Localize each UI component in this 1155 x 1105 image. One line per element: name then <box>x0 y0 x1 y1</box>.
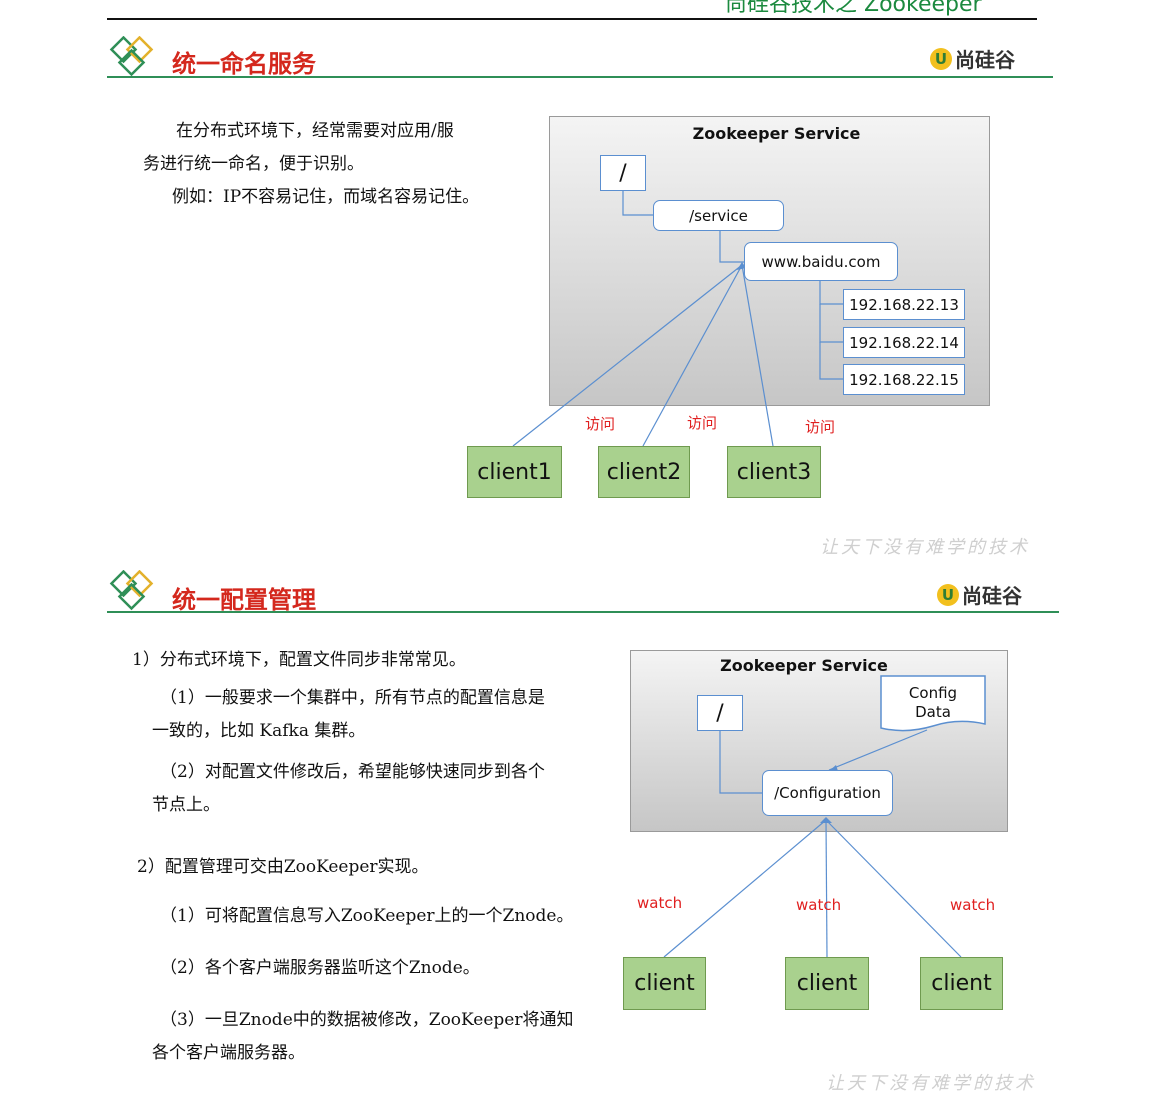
panel-title: Zookeeper Service <box>720 656 888 675</box>
config-data-document-shape <box>880 675 986 732</box>
section-rule <box>107 611 1059 613</box>
paragraph-line: （1）一般要求一个集群中，所有节点的配置信息是 <box>160 688 545 708</box>
slogan-watermark: 让天下没有难学的技术 <box>826 1073 1036 1094</box>
access-label: 访问 <box>805 418 836 436</box>
watch-label: watch <box>796 896 842 914</box>
client-box: client <box>623 957 706 1010</box>
paragraph-line: 在分布式环境下，经常需要对应用/服 <box>176 121 454 141</box>
brand-mark-icon: U <box>930 47 952 70</box>
client-box: client <box>920 957 1003 1010</box>
brand-logo: U 尚硅谷 <box>937 580 1022 609</box>
document-header-title: 尚硅谷技术之 Zookeeper <box>725 0 982 17</box>
paragraph-line: 例如：IP不容易记住，而域名容易记住。 <box>172 187 480 207</box>
client-box: client <box>785 957 869 1010</box>
watch-label: watch <box>637 894 683 912</box>
tree-node-ip: 192.168.22.14 <box>843 327 965 358</box>
paragraph-line: 1）分布式环境下，配置文件同步非常常见。 <box>132 650 466 670</box>
section-rule <box>107 76 1053 78</box>
paragraph-line: 一致的，比如 Kafka 集群。 <box>152 721 366 741</box>
access-label: 访问 <box>585 415 616 433</box>
config-data-line: Data <box>915 703 951 721</box>
tree-node-root: / <box>697 695 743 731</box>
paragraph-line: （1）可将配置信息写入ZooKeeper上的一个Znode。 <box>160 906 574 926</box>
paragraph-line: （2）各个客户端服务器监听这个Znode。 <box>160 958 480 978</box>
client-box: client2 <box>598 446 690 498</box>
watch-label: watch <box>950 896 996 914</box>
section-icon <box>108 35 156 82</box>
section-title-config: 统一配置管理 <box>172 586 316 614</box>
client-box: client3 <box>727 446 821 498</box>
slogan-watermark: 让天下没有难学的技术 <box>820 537 1030 558</box>
panel-title: Zookeeper Service <box>692 124 861 143</box>
access-label: 访问 <box>687 414 718 432</box>
tree-node-ip: 192.168.22.15 <box>843 364 965 395</box>
brand-mark-icon: U <box>937 583 959 606</box>
paragraph-line: （3）一旦Znode中的数据被修改，ZooKeeper将通知 <box>160 1010 574 1030</box>
tree-node-domain: www.baidu.com <box>744 242 898 281</box>
config-data-line: Config <box>908 684 958 702</box>
paragraph-line: 各个客户端服务器。 <box>152 1043 305 1063</box>
brand-name: 尚硅谷 <box>962 584 1022 608</box>
header-rule <box>107 18 1037 20</box>
paragraph-line: （2）对配置文件修改后，希望能够快速同步到各个 <box>160 762 545 782</box>
paragraph-line: 2）配置管理可交由ZooKeeper实现。 <box>137 857 429 877</box>
tree-node-service: /service <box>653 200 784 231</box>
section-title-naming: 统一命名服务 <box>172 50 316 78</box>
section-icon <box>108 569 156 616</box>
tree-node-root: / <box>600 155 646 191</box>
tree-node-ip: 192.168.22.13 <box>843 289 965 320</box>
brand-logo: U 尚硅谷 <box>930 44 1015 73</box>
client-box: client1 <box>467 446 562 498</box>
tree-node-configuration: /Configuration <box>762 770 893 816</box>
config-data-document: Config Data <box>881 684 985 722</box>
paragraph-line: 节点上。 <box>152 795 220 815</box>
brand-name: 尚硅谷 <box>955 48 1015 72</box>
paragraph-line: 务进行统一命名，便于识别。 <box>143 154 364 174</box>
